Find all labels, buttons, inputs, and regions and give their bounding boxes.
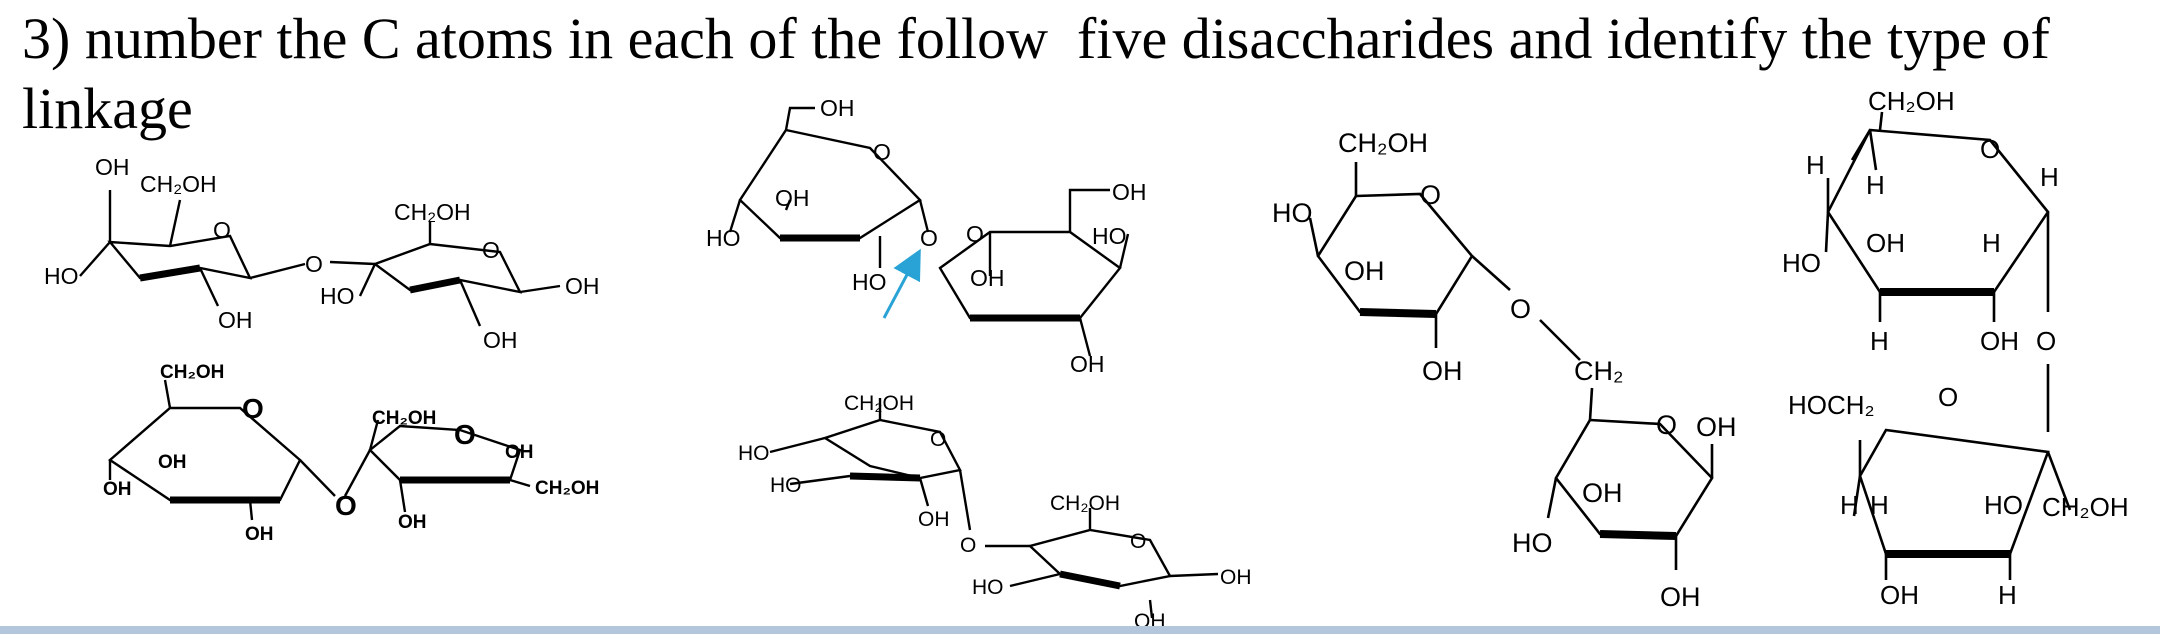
m4-ch2oh-1: CH₂OH — [844, 392, 914, 415]
m1-oh-right: OH — [565, 273, 600, 299]
molecule-3 — [728, 106, 1130, 357]
m2-ch2oh-1: CH₂OH — [160, 362, 224, 383]
bottom-rule — [0, 626, 2160, 634]
m6-h-f1: H — [1840, 490, 1859, 520]
m1-oh-top: OH — [95, 154, 130, 180]
m4-ring-o-1: O — [930, 428, 946, 451]
m6-ch2oh-f: CH₂OH — [2042, 492, 2129, 522]
m3-oh-top-2: OH — [1112, 179, 1147, 205]
m2-ring-o-2: O — [454, 419, 476, 450]
m6-h-3: H — [2040, 162, 2059, 192]
m6-h-4: H — [1982, 228, 2001, 258]
molecule-5-labels: CH₂OH O HO OH OH O CH₂ O OH OH HO OH — [1272, 128, 1737, 612]
m2-oh-left: OH — [103, 479, 132, 500]
molecule-2-labels: CH₂OH O OH OH OH O CH₂OH O OH CH₂OH OH — [103, 362, 599, 545]
m4-bridge-o: O — [960, 534, 976, 557]
m4-oh-right: OH — [1220, 566, 1252, 589]
molecule-4-labels: CH₂OH O HO HO OH O CH₂OH O HO OH OH — [738, 392, 1252, 626]
m3-ho-left: HO — [706, 225, 741, 251]
molecule-5 — [1308, 162, 1714, 570]
m4-ho-2: HO — [770, 474, 802, 497]
m4-ring-o-2: O — [1130, 530, 1146, 553]
m1-oh-bottom-2: OH — [483, 327, 518, 353]
m2-oh-bottom-1: OH — [245, 524, 274, 545]
m6-ho-right: HO — [1984, 490, 2023, 520]
m5-oh-bottom-1: OH — [1422, 356, 1463, 386]
m3-oh-top: OH — [820, 95, 855, 121]
m1-ho-left: HO — [44, 263, 79, 289]
molecule-3-labels: OH O OH HO HO O O OH HO OH OH — [706, 95, 1147, 377]
m4-oh-bottom-2: OH — [1134, 610, 1166, 626]
m2-ch2oh-right: CH₂OH — [535, 478, 599, 499]
molecule-1 — [79, 190, 561, 327]
molecule-4 — [769, 398, 1219, 619]
m6-h-f3: H — [1998, 580, 2017, 610]
m3-oh-bottom: OH — [1070, 351, 1105, 377]
m3-ho-bottom: HO — [852, 269, 887, 295]
m3-oh-mid-1: OH — [775, 185, 810, 211]
m5-ch2oh-1: CH₂OH — [1338, 128, 1428, 158]
m1-ring-o-1: O — [213, 217, 231, 243]
m4-ho-left: HO — [972, 576, 1004, 599]
m3-oh-mid-2: OH — [970, 265, 1005, 291]
m6-ring-o-1: O — [1980, 134, 2000, 164]
m5-oh-bottom-2: OH — [1660, 582, 1701, 612]
m6-h-5: H — [1870, 326, 1889, 356]
m5-oh-mid-2: OH — [1582, 478, 1623, 508]
molecule-6 — [1824, 111, 2072, 580]
m6-hoch2: HOCH₂ — [1788, 390, 1875, 420]
m2-bridge-o: O — [335, 490, 357, 521]
m6-bridge-o: O — [2036, 326, 2056, 356]
m2-ring-o-1: O — [242, 393, 264, 424]
m1-ch2oh-1: CH₂OH — [140, 171, 217, 197]
m3-bridge-o: O — [920, 225, 938, 251]
m6-h-1: H — [1806, 150, 1825, 180]
m2-ch2oh-2: CH₂OH — [372, 408, 436, 429]
m3-ho-right: HO — [1092, 223, 1127, 249]
m6-h-f2: H — [1870, 490, 1889, 520]
molecule-6-labels: CH₂OH H H O H HO OH H H OH O HOCH₂ O H H… — [1782, 86, 2129, 610]
molecule-1-labels: OH CH₂OH O HO OH O CH₂OH O HO OH OH — [44, 154, 600, 353]
m6-oh-mid: OH — [1866, 228, 1905, 258]
m5-ho-left-2: HO — [1512, 528, 1553, 558]
m1-bridge-o: O — [305, 251, 323, 277]
molecule-2 — [108, 379, 531, 521]
m4-oh-bottom-1: OH — [918, 508, 950, 531]
m3-ring-o-2: O — [966, 221, 984, 247]
m4-ho-1: HO — [738, 442, 770, 465]
m6-ring-o-2: O — [1938, 382, 1958, 412]
m5-ring-o-1: O — [1420, 180, 1441, 210]
m6-oh-bottom-2: OH — [1880, 580, 1919, 610]
m5-oh-right: OH — [1696, 412, 1737, 442]
m1-ho-ring2: HO — [320, 283, 355, 309]
m2-oh-ring: OH — [505, 442, 534, 463]
m2-oh-mid: OH — [158, 452, 187, 473]
arrow-pointer — [882, 248, 921, 319]
m1-ch2oh-2: CH₂OH — [394, 199, 471, 225]
m6-ho-left: HO — [1782, 248, 1821, 278]
m1-ring-o-2: O — [482, 237, 500, 263]
m6-h-2: H — [1866, 170, 1885, 200]
m5-ch2: CH₂ — [1574, 356, 1623, 386]
m5-oh-mid-1: OH — [1344, 256, 1385, 286]
m3-ring-o-1: O — [873, 139, 891, 165]
m4-ch2oh-2: CH₂OH — [1050, 492, 1120, 515]
m2-oh-bottom-2: OH — [398, 512, 427, 533]
m5-ring-o-2: O — [1656, 410, 1677, 440]
m1-oh-bottom-1: OH — [218, 307, 253, 333]
m6-oh-bottom-1: OH — [1980, 326, 2019, 356]
m5-bridge-o: O — [1510, 294, 1531, 324]
slide-title: 3) number the C atoms in each of the fol… — [22, 6, 2065, 141]
m5-ho-left: HO — [1272, 198, 1313, 228]
m6-ch2oh: CH₂OH — [1868, 86, 1955, 116]
